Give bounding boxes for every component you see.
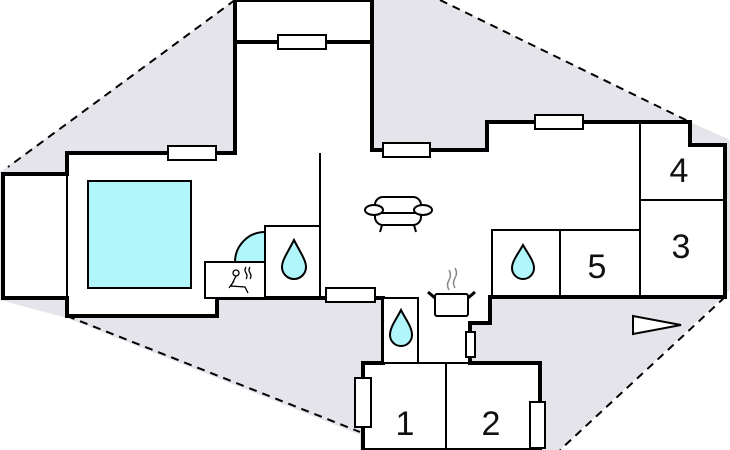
pool	[87, 180, 192, 289]
kitchen-pot-icon	[427, 267, 476, 317]
bathroom-drop-icon	[510, 242, 536, 280]
room-number-3: 3	[671, 228, 691, 266]
property-boundary	[7, 0, 726, 450]
windows	[167, 34, 584, 449]
room-number-1: 1	[395, 405, 415, 443]
shower-icon	[233, 230, 266, 263]
bathroom-drop-icon	[388, 307, 414, 347]
sofa-icon	[364, 196, 433, 233]
north-arrow-icon	[632, 314, 682, 336]
room-number-5: 5	[587, 248, 607, 286]
room-number-2: 2	[481, 405, 501, 443]
bathroom-drop-icon	[280, 237, 308, 280]
room-number-4: 4	[669, 152, 689, 190]
sauna-icon	[228, 266, 252, 294]
